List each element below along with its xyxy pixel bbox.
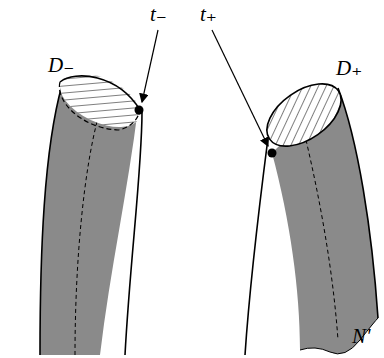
disk-label: D₋ [48,55,74,76]
left-tube [40,62,148,355]
point-t-minus [135,106,144,115]
point-label: t₋ [150,4,167,25]
point-label: t₊ [200,4,217,25]
right-tube [245,71,378,355]
disk-label: D₊ [336,58,362,79]
leader-arrow [212,30,268,146]
surface-label: N' [352,326,371,347]
point-t-plus [268,149,277,158]
leader-arrow [142,30,158,102]
